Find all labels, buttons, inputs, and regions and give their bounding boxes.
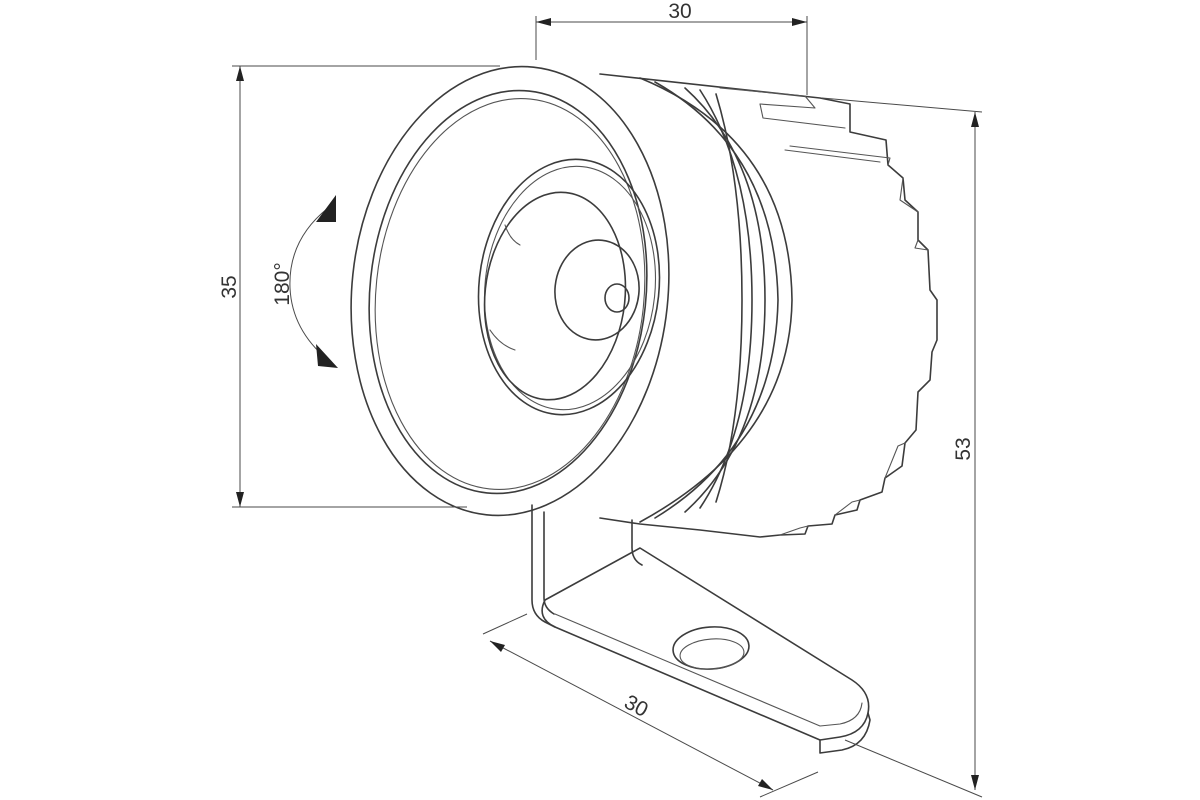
rotation-arrow-down-icon: [316, 344, 338, 368]
emitter-led: [604, 283, 630, 313]
dimension-total-height: 53: [821, 97, 983, 798]
total-height-label: 53: [952, 437, 975, 460]
top-width-label: 30: [668, 0, 691, 23]
dimension-bracket-length: 30: [482, 613, 819, 798]
rotation-indicator: 180°: [271, 195, 338, 368]
lens-cone-outer: [477, 158, 661, 416]
bracket-length-label: 30: [620, 691, 651, 722]
front-rim-inner: [368, 89, 648, 495]
dimension-top-width: 30: [535, 0, 808, 95]
rotation-angle-label: 180°: [271, 262, 294, 305]
lamp-body: [599, 73, 938, 538]
lens-cone-inner: [483, 191, 627, 401]
rotation-arrow-up-icon: [316, 195, 336, 222]
dimension-front-height: 35: [218, 65, 500, 508]
front-face: [350, 65, 670, 517]
front-height-label: 35: [218, 275, 241, 298]
mounting-bracket: [531, 504, 871, 754]
emitter-ring: [554, 239, 640, 341]
front-rim-outer: [350, 65, 670, 517]
